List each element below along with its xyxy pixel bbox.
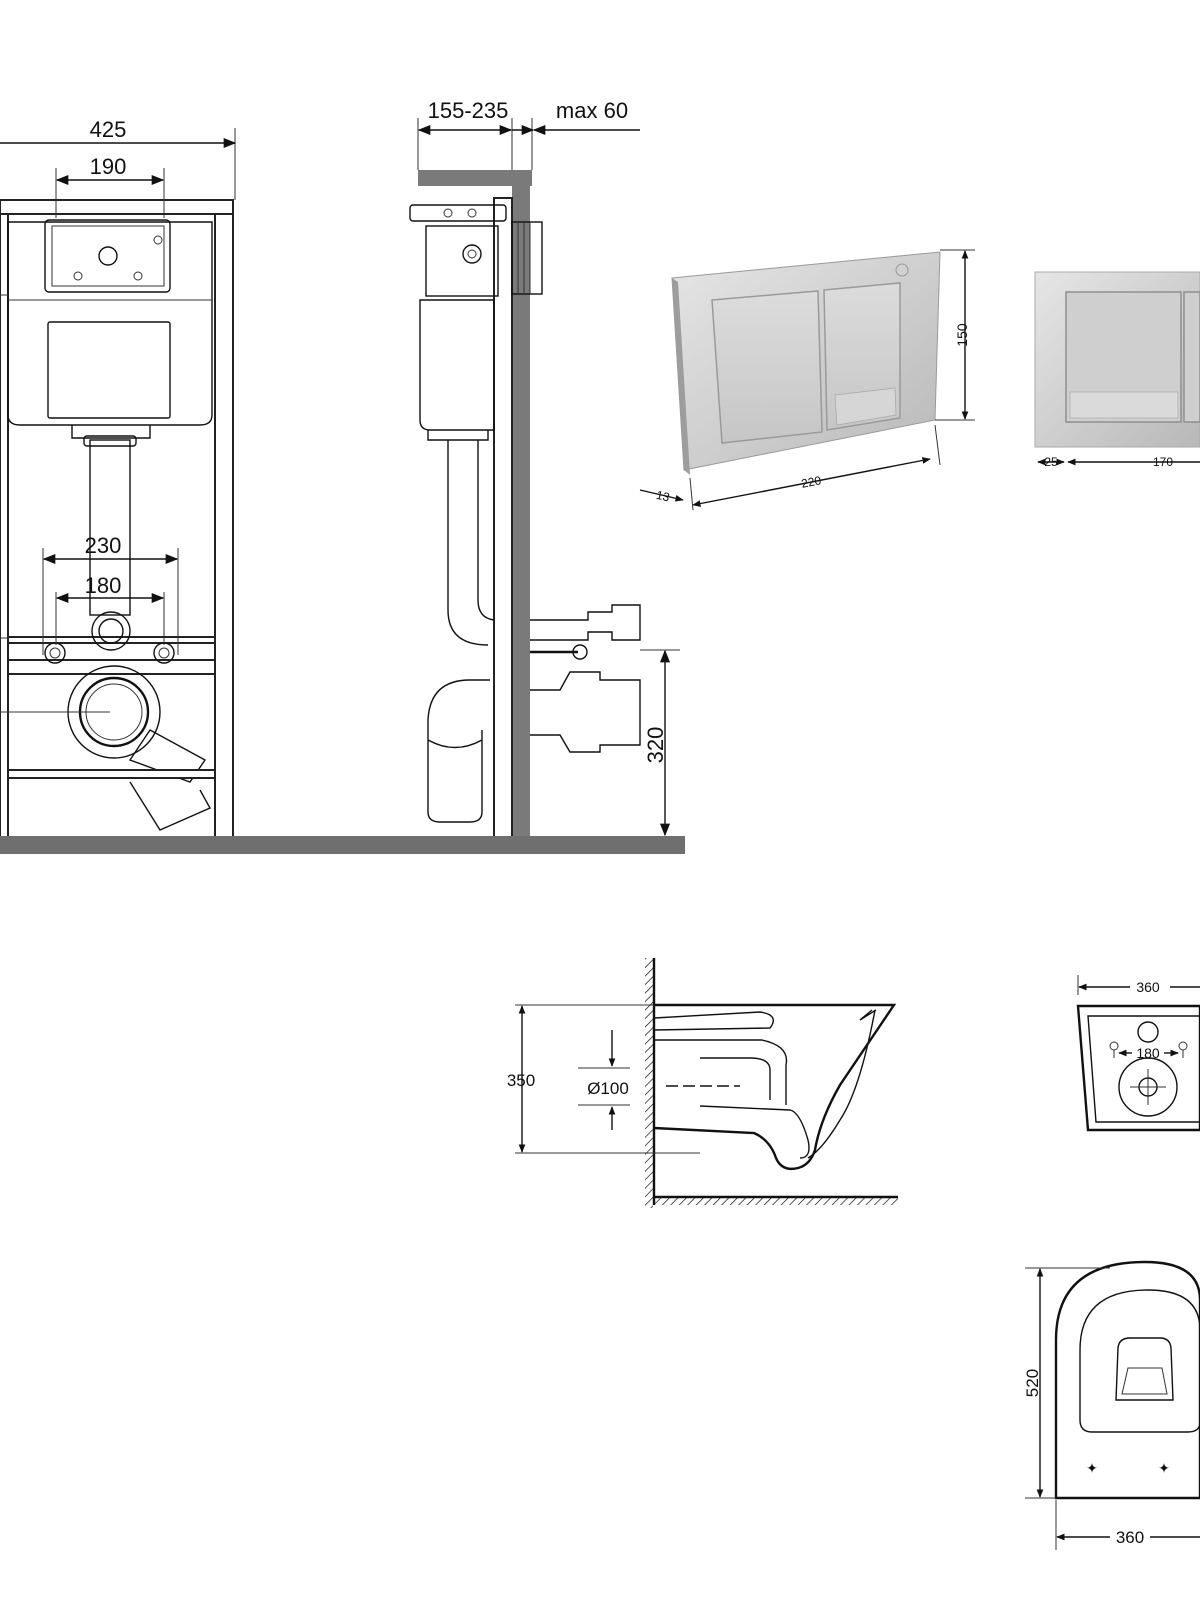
flush-plate-front: 25 170 bbox=[1034, 271, 1200, 469]
dim-height-320: 320 bbox=[643, 727, 668, 764]
dim-rear-180: 180 bbox=[1136, 1045, 1160, 1061]
dim-studs-230: 230 bbox=[85, 533, 122, 558]
dim-plate-150: 150 bbox=[954, 323, 970, 347]
bowl-rear-view: 360 180 bbox=[1076, 975, 1200, 1132]
bowl-top-view: ✦ ✦ 520 360 bbox=[1023, 1260, 1200, 1550]
flush-plate-perspective: 150 220 13 bbox=[639, 249, 975, 511]
dim-width-425: 425 bbox=[90, 117, 127, 142]
dim-module-190: 190 bbox=[90, 154, 127, 179]
dim-rear-360: 360 bbox=[1136, 979, 1160, 995]
dim-outlet-100: Ø100 bbox=[587, 1079, 629, 1098]
dim-plate-edge-25: 25 bbox=[1044, 455, 1058, 469]
dim-top-520: 520 bbox=[1023, 1369, 1042, 1397]
dim-plate-13: 13 bbox=[655, 488, 671, 505]
svg-text:✦: ✦ bbox=[1086, 1460, 1098, 1476]
dim-studs-180: 180 bbox=[85, 573, 122, 598]
dim-plate-220: 220 bbox=[800, 473, 823, 491]
installation-front-view: 425 190 230 180 bbox=[0, 117, 500, 854]
dim-plate-button-170: 170 bbox=[1153, 455, 1173, 469]
installation-side-view: 155-235 max 60 320 bbox=[230, 98, 685, 854]
dim-max-60: max 60 bbox=[556, 98, 628, 123]
svg-text:✦: ✦ bbox=[1158, 1460, 1170, 1476]
dim-wall-155-235: 155-235 bbox=[428, 98, 509, 123]
dim-top-360: 360 bbox=[1116, 1528, 1144, 1547]
bowl-side-view: 350 Ø100 bbox=[507, 958, 898, 1208]
dim-bowl-350: 350 bbox=[507, 1071, 535, 1090]
